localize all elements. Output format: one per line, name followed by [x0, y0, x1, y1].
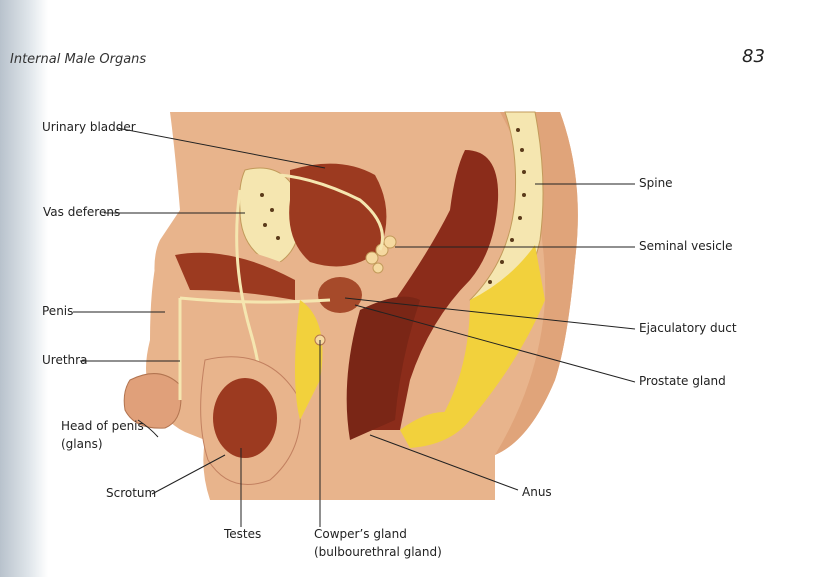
fat-layer-back — [440, 245, 545, 420]
corpus-spongiosum — [175, 252, 295, 300]
urethra-path — [178, 296, 331, 400]
fat-perineum — [295, 300, 323, 420]
rectum-lower — [346, 296, 420, 440]
label-spine: Spine — [639, 176, 673, 190]
page-title: Internal Male Organs — [10, 52, 147, 67]
fat-buttock — [400, 412, 470, 448]
label-urinary-bladder: Urinary bladder — [42, 120, 136, 134]
label-cowpers-gland: Cowper’s gland — [314, 527, 407, 541]
label-penis: Penis — [42, 304, 74, 318]
prostate — [318, 277, 362, 313]
bone-texture — [260, 193, 280, 240]
label-anus: Anus — [522, 485, 552, 499]
urinary-bladder — [289, 163, 387, 267]
leader-lines — [73, 127, 636, 527]
label-vas-deferens: Vas deferens — [43, 205, 121, 219]
label-ejaculatory-duct: Ejaculatory duct — [639, 321, 737, 335]
label-prostate-gland: Prostate gland — [639, 374, 726, 388]
back-shading — [495, 112, 578, 455]
page-number: 83 — [742, 46, 765, 67]
label-urethra: Urethra — [42, 353, 88, 367]
label-testes: Testes — [224, 527, 262, 541]
vertebrae — [488, 128, 526, 284]
label-bulbourethral-gland: (bulbourethral gland) — [314, 545, 442, 559]
label-scrotum: Scrotum — [106, 486, 157, 500]
testis — [213, 378, 277, 458]
label-glans: (glans) — [61, 437, 103, 451]
label-seminal-vesicle: Seminal vesicle — [639, 239, 733, 253]
glans — [123, 373, 182, 429]
seminal-vesicles — [365, 235, 397, 274]
label-head-of-penis: Head of penis — [61, 419, 144, 433]
page-edge-shadow — [0, 0, 48, 577]
